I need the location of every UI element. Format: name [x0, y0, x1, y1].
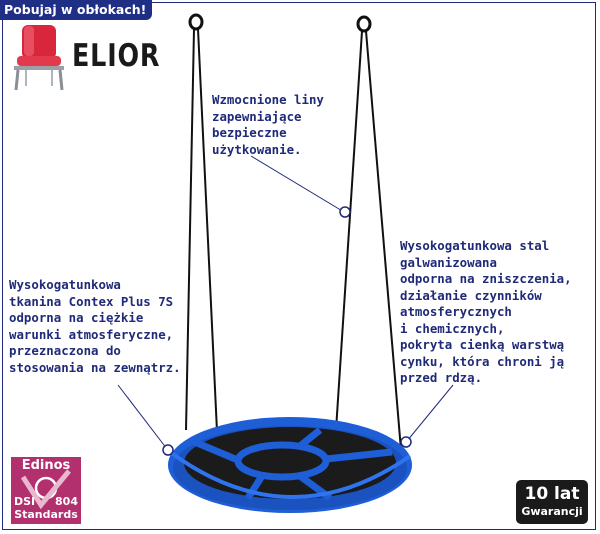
callout-fabric: [117, 384, 174, 456]
warranty-years: 10 lat: [524, 484, 580, 504]
certificate-name: Edinos: [21, 458, 71, 473]
annotation-steel: Wysokogatunkowa stal galwanizowana odpor…: [400, 238, 572, 385]
warranty-label: Gwarancji: [521, 505, 583, 518]
swing-seat: [168, 417, 412, 513]
certificate-number: 804: [55, 495, 78, 508]
swing-ropes: [185, 13, 403, 496]
annotation-ropes: Wzmocnione liny zapewniające bezpieczne …: [212, 92, 324, 157]
image-frame: [2, 2, 596, 530]
check-mark-icon: [20, 469, 71, 510]
edinos-certificate: Edinos DSI 804 Standards: [11, 457, 81, 524]
certificate-standards: Standards: [14, 508, 78, 521]
annotation-fabric: Wysokogatunkowa tkanina Contex Plus 7S o…: [9, 277, 181, 375]
certificate-code: DSI: [14, 495, 36, 508]
promo-badge: Pobujaj w obłokach!: [0, 0, 153, 20]
callout-ropes: [250, 155, 351, 218]
brand-name: ELIOR: [72, 38, 161, 74]
callout-steel: [400, 384, 454, 448]
warranty-badge: 10 lat Gwarancji: [516, 480, 588, 524]
red-chair-icon: [14, 25, 64, 91]
